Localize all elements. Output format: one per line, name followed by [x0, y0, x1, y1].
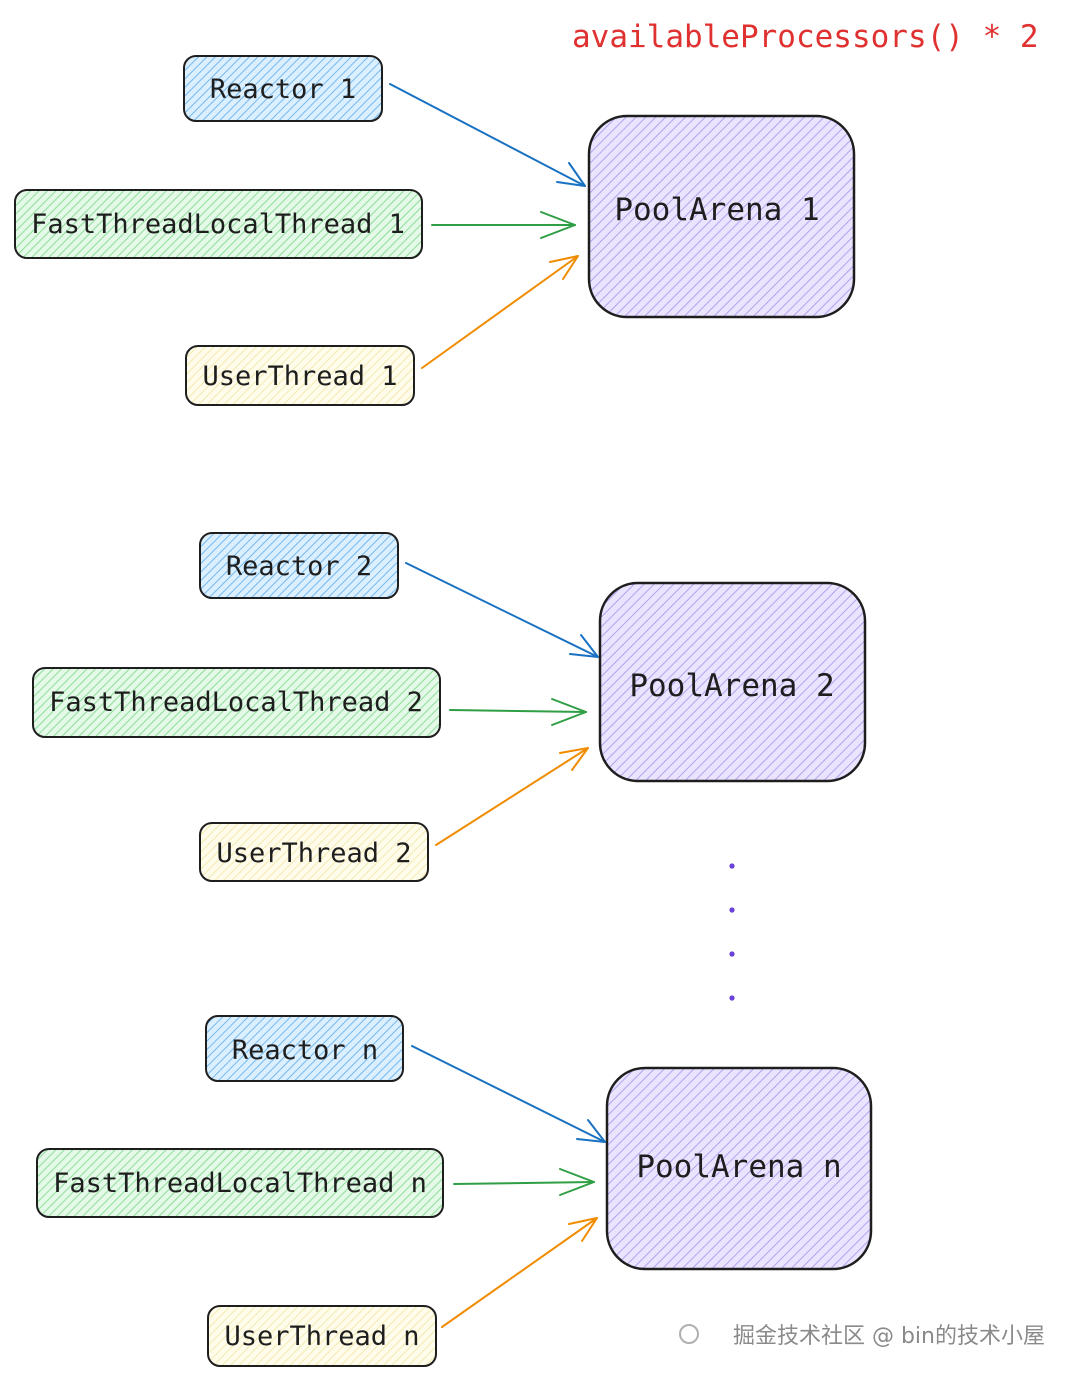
user-thread-box: UserThread 1	[185, 345, 415, 406]
reactor-arrow	[405, 562, 599, 658]
fast-thread-box: FastThreadLocalThread 1	[14, 189, 423, 259]
fast-thread-label: FastThreadLocalThread 1	[31, 209, 405, 240]
user-thread-label: UserThread 1	[202, 361, 397, 392]
fast-thread-label: FastThreadLocalThread 2	[49, 687, 423, 718]
reactor-label: Reactor n	[232, 1035, 378, 1066]
pool-arena-label: PoolArena n	[636, 1149, 841, 1185]
reactor-arrow	[411, 1045, 606, 1143]
fast-thread-label: FastThreadLocalThread n	[53, 1168, 427, 1199]
user-thread-box: UserThread n	[207, 1305, 437, 1367]
pool-arena-box: PoolArena n	[605, 1066, 873, 1271]
group-2: Reactor 2 FastThreadLocalThread 2 UserTh…	[32, 532, 867, 882]
user-thread-arrow	[435, 747, 589, 846]
group-n: Reactor n FastThreadLocalThread n UserTh…	[36, 1015, 873, 1367]
user-thread-label: UserThread 2	[216, 838, 411, 869]
group-1: Reactor 1 FastThreadLocalThread 1 UserTh…	[14, 55, 856, 406]
fast-thread-box: FastThreadLocalThread n	[36, 1148, 444, 1218]
reactor-box: Reactor 1	[183, 55, 383, 122]
user-thread-label: UserThread n	[224, 1321, 419, 1352]
reactor-label: Reactor 1	[210, 74, 356, 105]
pool-arena-box: PoolArena 2	[598, 581, 867, 783]
fast-thread-arrow	[453, 1168, 595, 1196]
reactor-box: Reactor n	[205, 1015, 404, 1082]
reactor-arrow	[389, 83, 586, 187]
fast-thread-arrow	[449, 698, 587, 726]
user-thread-arrow	[421, 255, 579, 369]
reactor-box: Reactor 2	[199, 532, 399, 599]
reactor-label: Reactor 2	[226, 551, 372, 582]
watermark-logo-icon	[679, 1324, 699, 1344]
pool-arena-box: PoolArena 1	[587, 114, 856, 319]
fast-thread-arrow	[431, 211, 576, 239]
user-thread-arrow	[441, 1217, 598, 1328]
user-thread-box: UserThread 2	[199, 822, 429, 882]
diagram-title: availableProcessors() * 2	[572, 19, 1039, 55]
pool-arena-label: PoolArena 1	[614, 192, 819, 228]
ellipsis-dots	[729, 863, 735, 1001]
fast-thread-box: FastThreadLocalThread 2	[32, 667, 441, 738]
watermark: 掘金技术社区 @ bin的技术小屋	[679, 1324, 1045, 1349]
watermark-text: 掘金技术社区 @ bin的技术小屋	[733, 1324, 1045, 1349]
pool-arena-label: PoolArena 2	[629, 668, 834, 704]
